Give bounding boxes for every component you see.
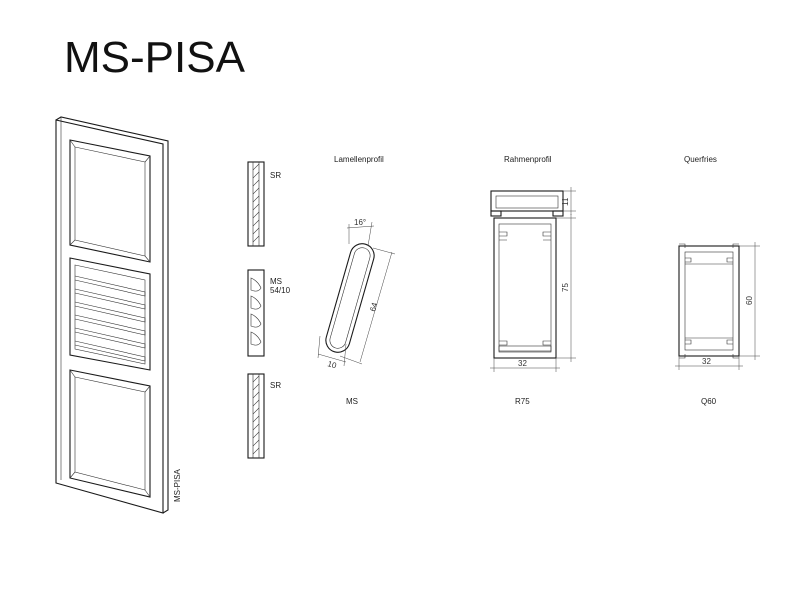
section-top-sr: SR [247,161,281,247]
querfries-drawing: Querfries 32 60 Q60 [675,155,760,406]
page-title: MS-PISA [64,33,246,82]
querfries-height: 60 [745,296,754,305]
section-bottom-label: SR [270,381,281,390]
rahmenprofil-width: 32 [518,359,527,368]
lamellenprofil-caption: MS [346,397,358,406]
shutter-elevation: MS-PISA [55,116,182,514]
rahmenprofil-caption: R75 [515,397,530,406]
shutter-side-label: MS-PISA [173,468,182,502]
lamellenprofil-length: 64 [368,301,379,313]
section-middle-ms: MS 54/10 [247,269,291,357]
rahmenprofil-lip: 11 [561,197,570,206]
louver-section [69,257,151,371]
section-bottom-sr: SR [247,373,281,459]
lamellenprofil-thickness: 10 [326,359,338,370]
section-top-label: SR [270,171,281,180]
section-middle-label: MS [270,277,282,286]
querfries-heading: Querfries [684,155,717,164]
lamellenprofil-angle: 16° [354,218,366,227]
lamellenprofil-drawing: Lamellenprofil 16° 64 10 MS [317,155,396,406]
querfries-width: 32 [702,357,711,366]
lamellenprofil-heading: Lamellenprofil [334,155,384,164]
section-middle-sublabel: 54/10 [270,286,291,295]
querfries-caption: Q60 [701,397,717,406]
rahmenprofil-heading: Rahmenprofil [504,155,552,164]
rahmenprofil-drawing: Rahmenprofil 32 75 11 R75 [490,155,576,406]
rahmenprofil-height: 75 [561,283,570,292]
